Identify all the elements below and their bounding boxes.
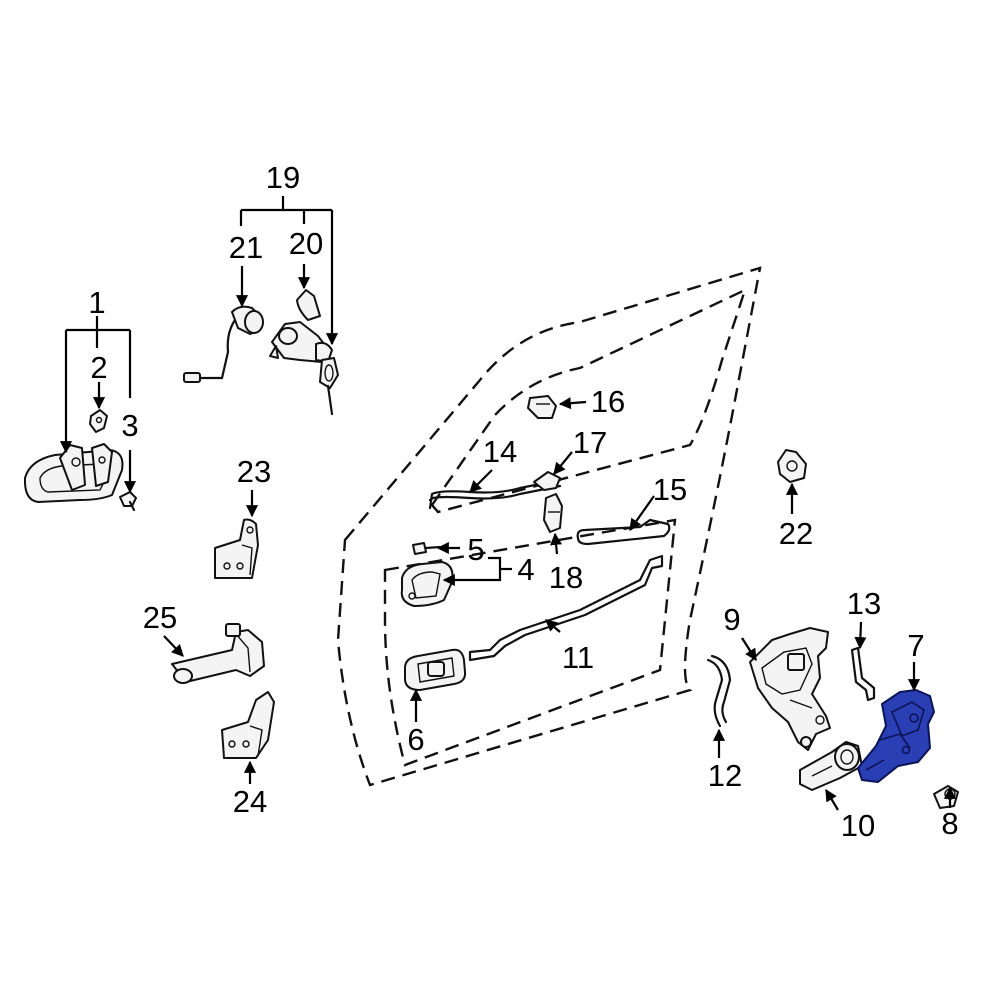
callout-8: 8 <box>941 806 958 841</box>
part-24-lower-hinge[interactable] <box>221 691 275 759</box>
callout-17: 17 <box>573 425 607 460</box>
part-18-rod-clip[interactable] <box>543 493 563 533</box>
callout-6: 6 <box>407 722 424 757</box>
callout-21: 21 <box>229 230 263 265</box>
part-8-striker-bolt[interactable] <box>933 785 959 809</box>
callout-25: 25 <box>143 600 177 635</box>
part-20-lock-cover[interactable] <box>296 289 321 321</box>
part-9-lock-assembly[interactable] <box>749 627 831 751</box>
callout-1: 1 <box>88 285 105 320</box>
callout-10: 10 <box>841 808 875 843</box>
part-25-door-check[interactable] <box>171 623 265 684</box>
callout-18: 18 <box>549 560 583 595</box>
callout-14: 14 <box>483 434 517 469</box>
callout-12: 12 <box>708 758 742 793</box>
callout-22: 22 <box>779 516 813 551</box>
door-outline <box>336 266 762 787</box>
part-5-screw[interactable] <box>412 542 442 555</box>
callout-16: 16 <box>591 384 625 419</box>
callout-20: 20 <box>289 226 323 261</box>
part-13-rod[interactable] <box>850 646 876 702</box>
part-12-rod[interactable] <box>706 654 732 728</box>
part-11-remote-control-rod[interactable] <box>468 554 664 662</box>
callout-15: 15 <box>653 472 687 507</box>
callout-7: 7 <box>907 628 924 663</box>
callout-labels: 1 2 3 4 5 6 7 8 9 10 11 12 13 14 15 16 1… <box>88 160 958 843</box>
part-22-striker[interactable] <box>777 449 807 483</box>
callout-19: 19 <box>266 160 300 195</box>
callout-2: 2 <box>90 350 107 385</box>
callout-11: 11 <box>562 640 594 675</box>
callout-4: 4 <box>517 552 534 587</box>
callout-13: 13 <box>847 586 881 621</box>
part-2-handle-clip[interactable] <box>89 409 108 433</box>
part-4-inside-handle[interactable] <box>400 561 454 607</box>
callout-5: 5 <box>467 532 484 567</box>
part-7-door-lock-highlighted[interactable] <box>857 689 935 783</box>
part-6-handle-bezel[interactable] <box>404 648 467 691</box>
callout-9: 9 <box>723 602 740 637</box>
part-21-lock-cylinder-wire[interactable] <box>183 305 264 383</box>
part-1-outside-door-handle[interactable] <box>23 443 124 503</box>
part-15-link-rod[interactable] <box>576 518 671 546</box>
part-3-bolt[interactable] <box>119 491 137 512</box>
callout-24: 24 <box>233 784 267 819</box>
part-17-rod-clip[interactable] <box>533 471 561 491</box>
callout-23: 23 <box>237 454 271 489</box>
part-19-lock-cylinder-set[interactable] <box>269 321 339 416</box>
leader-lines <box>59 196 957 811</box>
part-16-lock-knob[interactable] <box>527 395 557 419</box>
part-23-upper-hinge[interactable] <box>214 518 259 579</box>
callout-3: 3 <box>121 408 138 443</box>
part-10-lock-actuator[interactable] <box>799 741 863 791</box>
